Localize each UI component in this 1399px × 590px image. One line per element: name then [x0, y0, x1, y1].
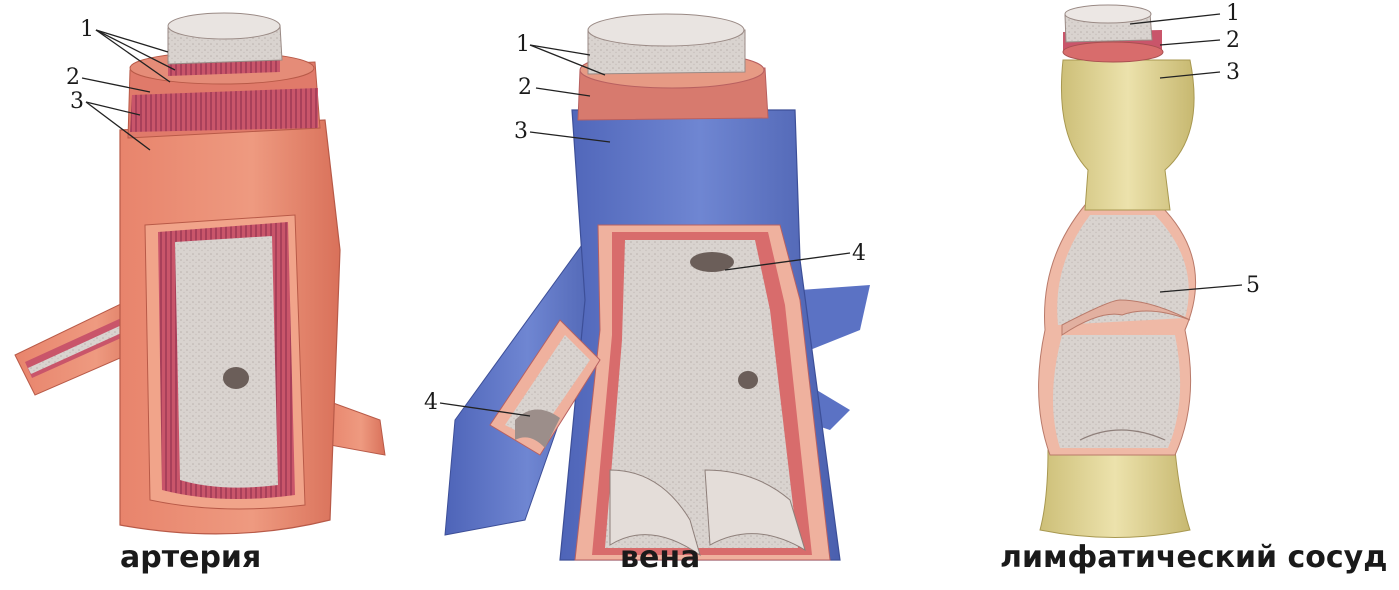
vein-label-2: 2 [518, 75, 532, 100]
vein-caption: вена [620, 540, 700, 575]
vein-label-3: 3 [514, 119, 528, 144]
lymph-label-3: 3 [1226, 60, 1240, 85]
artery-label-2: 2 [66, 65, 80, 90]
artery-label-1: 1 [80, 17, 94, 42]
artery-label-3: 3 [70, 89, 84, 114]
lymph-vessel-figure [1039, 5, 1196, 538]
lymph-vessel-caption: лимфатический сосуд [1000, 540, 1387, 575]
lymph-label-5: 5 [1246, 273, 1260, 298]
lymph-label-2: 2 [1226, 28, 1240, 53]
artery-caption: артерия [120, 540, 261, 575]
vein-label-4-upper: 4 [852, 241, 866, 266]
vein-label-1: 1 [516, 32, 530, 57]
lymph-label-1: 1 [1226, 1, 1240, 26]
vein-figure [445, 14, 870, 560]
vein-label-4-lower: 4 [424, 390, 438, 415]
